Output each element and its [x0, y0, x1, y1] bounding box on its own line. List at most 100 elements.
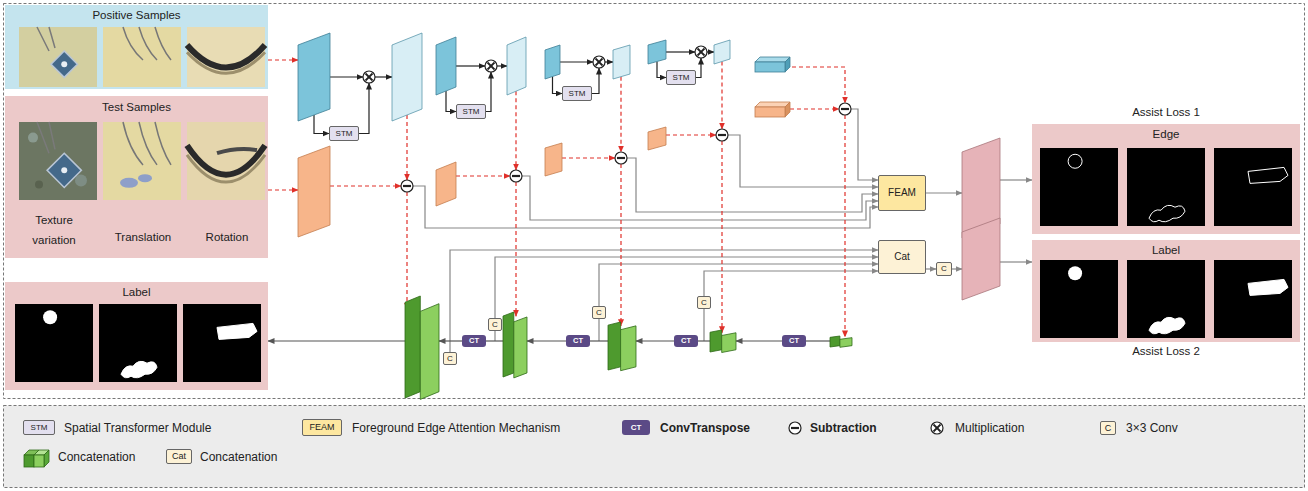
- text-slot: Positive Samples: [5, 8, 268, 22]
- label-mask: [217, 323, 257, 339]
- bond-ring: [187, 52, 265, 73]
- module-box: FEAM: [878, 175, 926, 211]
- text-slot: Label: [5, 285, 268, 299]
- edge-mask: [1248, 167, 1288, 183]
- panel-caption: Assist Loss 2: [1112, 344, 1220, 358]
- flow-line: [494, 331, 495, 341]
- sample-image: [19, 122, 97, 200]
- dashed-arrow: [785, 67, 845, 103]
- panel-caption: Edge: [1032, 127, 1300, 141]
- text-slot: Spatial Transformer Module: [64, 421, 211, 435]
- times-sign: [366, 74, 373, 81]
- feature-map: [436, 162, 456, 206]
- times-sign: [934, 425, 941, 432]
- text-slot: Assist Loss 1: [1112, 105, 1220, 119]
- sample-image: [183, 304, 261, 382]
- feature-map: [298, 33, 330, 121]
- dashed-arrow: [790, 108, 839, 109]
- sample-panel: Test SamplesTexture variationTranslation…: [5, 96, 268, 258]
- sample-image: [19, 27, 97, 87]
- module-box: C: [936, 262, 952, 276]
- sample-image: [1214, 260, 1292, 338]
- times-sign: [934, 425, 941, 432]
- flow-line: [314, 115, 329, 134]
- multiplication-symbol: [695, 46, 707, 58]
- flow-line: [636, 340, 674, 341]
- swatch-label: FEAM: [309, 423, 334, 432]
- dashed-arrow: [330, 185, 401, 186]
- chip-dot: [61, 167, 67, 173]
- legend-swatch: FEAM: [302, 419, 342, 436]
- flow-line: [359, 83, 369, 134]
- cuboid-top: [755, 57, 790, 62]
- flow-line: [1000, 179, 1032, 180]
- swatch-label: Cat: [172, 452, 186, 461]
- flow-line: [736, 340, 782, 341]
- label-mask: [1248, 279, 1288, 295]
- subtraction-symbol: [615, 152, 627, 164]
- subtraction-symbol: [401, 180, 413, 192]
- sample-images: [5, 282, 268, 390]
- bond-wire: [155, 27, 171, 60]
- feature-map: [503, 312, 514, 377]
- bond-wire: [139, 27, 157, 60]
- dashed-arrow: [666, 134, 716, 135]
- text-slot: Texture variation: [13, 210, 95, 250]
- sample-image: [99, 304, 177, 382]
- swatch-label: C: [1105, 424, 1112, 433]
- flow-line: [1000, 261, 1032, 262]
- text-slot: Assist Loss 2: [1112, 344, 1220, 358]
- frame: [4, 4, 1305, 399]
- subtraction-symbol: [716, 129, 728, 141]
- flow-line: [627, 158, 878, 212]
- flow-line: [598, 319, 599, 341]
- flow-line: [553, 77, 563, 94]
- minus-sign: [617, 157, 625, 159]
- feature-map: [545, 143, 562, 176]
- minus-sign: [841, 108, 849, 110]
- flow-line: [486, 340, 503, 341]
- sample-image: [1214, 148, 1292, 226]
- dashed-arrow: [515, 91, 516, 170]
- box-label: FEAM: [888, 188, 916, 198]
- legend-text: Concatenation: [58, 450, 135, 464]
- feature-map: [608, 322, 621, 370]
- legend-frame: [4, 406, 1305, 488]
- feature-map: [710, 330, 722, 352]
- text-slot: Rotation: [183, 230, 271, 244]
- box-label: CT: [573, 337, 583, 345]
- legend-swatch: Cat: [166, 449, 192, 464]
- sample-image: [187, 122, 265, 200]
- dashed-arrow: [562, 157, 615, 158]
- flow-line: [439, 340, 462, 341]
- flow-line: [497, 65, 507, 66]
- text-slot: 3×3 Conv: [1126, 421, 1178, 435]
- dashed-arrow: [620, 77, 621, 152]
- dashed-arrow: [456, 175, 510, 176]
- dashed-arrow: [721, 141, 722, 333]
- edge-mask: [1149, 205, 1185, 222]
- box-label: STM: [673, 74, 690, 82]
- times-sign: [488, 63, 495, 70]
- legend-text: Concatenation: [200, 450, 277, 464]
- cuboid-front: [24, 455, 34, 467]
- module-box: C: [592, 306, 606, 319]
- box-label: C: [447, 355, 453, 363]
- defect-blob: [138, 174, 152, 182]
- sample-image: [187, 27, 265, 87]
- feature-map: [436, 37, 456, 95]
- sample-panel: Assist Loss 1Edge: [1032, 124, 1300, 234]
- legend-text: Foreground Edge Attention Mechanism: [352, 421, 560, 435]
- module-box: STM: [562, 86, 592, 101]
- feature-map: [613, 45, 630, 79]
- module-box: STM: [456, 104, 486, 119]
- panel-caption: Texture variation: [13, 210, 95, 250]
- box-label: C: [492, 321, 498, 329]
- sample-panel: LabelAssist Loss 2: [1032, 240, 1300, 342]
- dashed-arrow: [406, 115, 407, 180]
- sample-image: [1040, 260, 1118, 338]
- subtraction-symbol: [510, 170, 522, 182]
- module-box: CT: [462, 335, 486, 347]
- text-slot: Label: [1032, 243, 1300, 257]
